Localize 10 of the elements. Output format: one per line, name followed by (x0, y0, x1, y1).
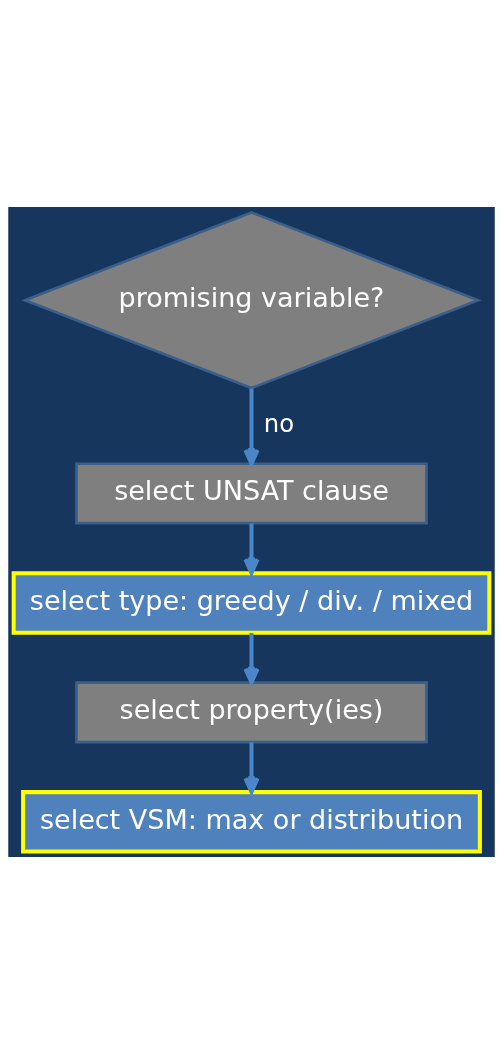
arrow (243, 632, 260, 684)
arrow (243, 741, 260, 794)
arrow (243, 388, 260, 466)
node-box: select VSM: max or distribution (21, 789, 482, 854)
node-box: select UNSAT clause (75, 461, 428, 525)
arrow (243, 522, 260, 575)
node-box: select property(ies) (75, 680, 428, 743)
node-diamond: promising variable? (21, 210, 482, 390)
edge-label: no (263, 408, 295, 438)
node-box: select type: greedy / div. / mixed (11, 570, 492, 635)
